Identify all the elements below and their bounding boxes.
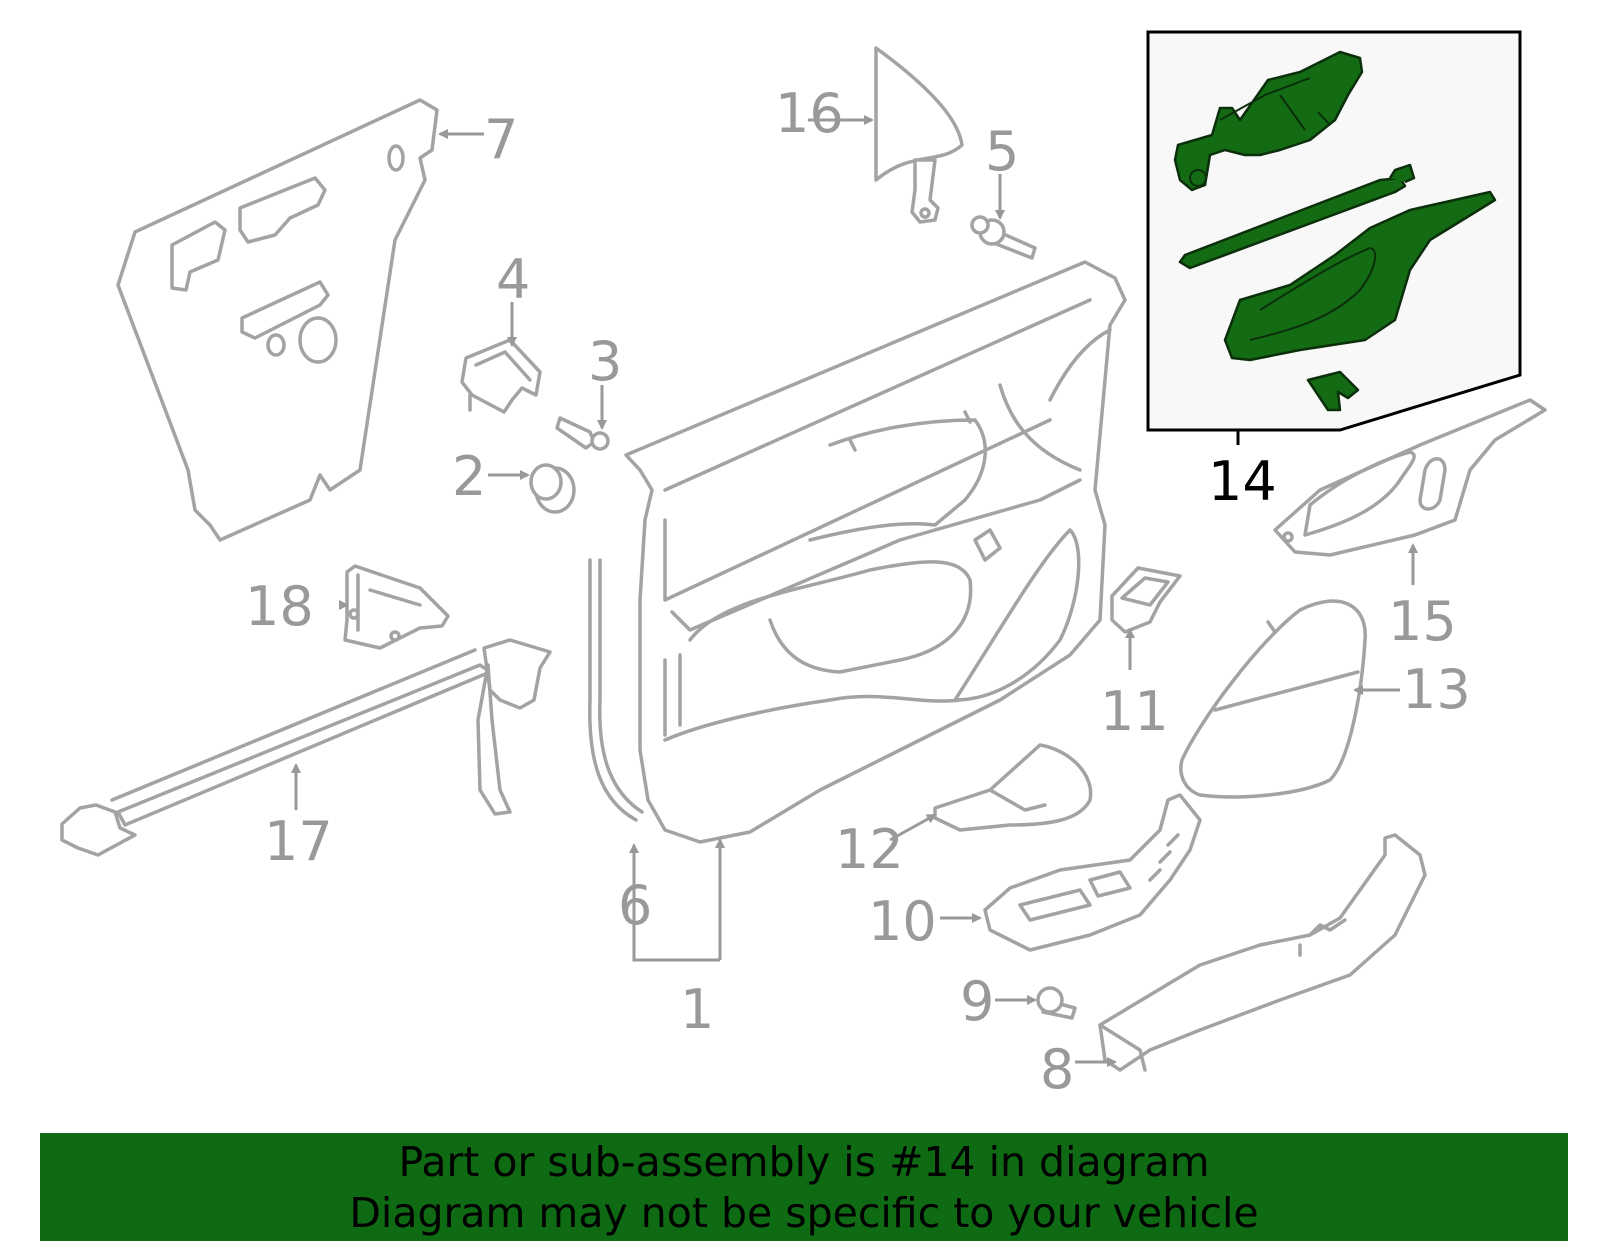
part-6-seal-strip[interactable]	[588, 558, 644, 822]
callout-16: 16	[775, 82, 844, 145]
part-5-clip[interactable]	[970, 215, 1037, 260]
part-8-armrest[interactable]	[1098, 833, 1427, 1072]
part-14-rod	[1178, 176, 1407, 270]
part-1-door-trim-panel[interactable]	[624, 260, 1127, 844]
callout-17: 17	[264, 810, 333, 873]
callout-12: 12	[835, 818, 904, 881]
part-14-hook	[1388, 163, 1416, 184]
part-14-subassembly-box[interactable]	[1146, 30, 1522, 432]
callout-13: 13	[1402, 658, 1471, 721]
callout-15: 15	[1388, 590, 1457, 653]
part-14-trim-plate	[1223, 190, 1497, 362]
callout-2: 2	[452, 445, 486, 508]
part-15-upper-trim[interactable]	[1273, 398, 1547, 557]
part-4-bracket[interactable]	[460, 338, 542, 414]
part-14-clip	[1306, 370, 1360, 412]
callout-14: 14	[1208, 450, 1277, 513]
callout-5: 5	[985, 120, 1019, 183]
callout-4: 4	[496, 248, 530, 311]
leader-lines	[291, 115, 1418, 1067]
callout-10: 10	[868, 890, 937, 953]
part-2-grommet[interactable]	[529, 463, 576, 514]
part-14-handle	[1173, 50, 1364, 192]
banner-line-1: Part or sub-assembly is #14 in diagram	[398, 1138, 1210, 1186]
callout-numbers: 1 2 3 4 5 6 7 8 9 10 11 12 13 14 15 16 1…	[245, 82, 1471, 1101]
part-3-screw[interactable]	[555, 416, 610, 451]
part-18-bracket[interactable]	[343, 564, 450, 650]
part-13-trim-insert[interactable]	[1179, 599, 1367, 799]
part-7-door-inner-panel[interactable]	[116, 98, 439, 542]
info-banner: Part or sub-assembly is #14 in diagram D…	[40, 1133, 1568, 1241]
callout-3: 3	[588, 330, 622, 393]
part-16-tweeter-cover[interactable]	[874, 46, 964, 224]
part-9-screw[interactable]	[1036, 986, 1077, 1020]
callout-1: 1	[680, 978, 714, 1041]
part-11-switch-bezel[interactable]	[1110, 566, 1182, 634]
callout-6: 6	[618, 874, 652, 937]
part-17-lower-rail[interactable]	[60, 638, 552, 857]
callout-8: 8	[1040, 1038, 1074, 1101]
parts-diagram: 1 2 3 4 5 6 7 8 9 10 11 12 13 14 15 16 1…	[60, 30, 1547, 1101]
part-12-pocket-insert[interactable]	[933, 743, 1093, 832]
callout-18: 18	[245, 575, 314, 638]
callout-7: 7	[484, 108, 518, 171]
banner-line-2: Diagram may not be specific to your vehi…	[349, 1189, 1259, 1237]
callout-9: 9	[960, 970, 994, 1033]
callout-11: 11	[1100, 680, 1169, 743]
part-10-switch-bracket[interactable]	[983, 793, 1202, 952]
